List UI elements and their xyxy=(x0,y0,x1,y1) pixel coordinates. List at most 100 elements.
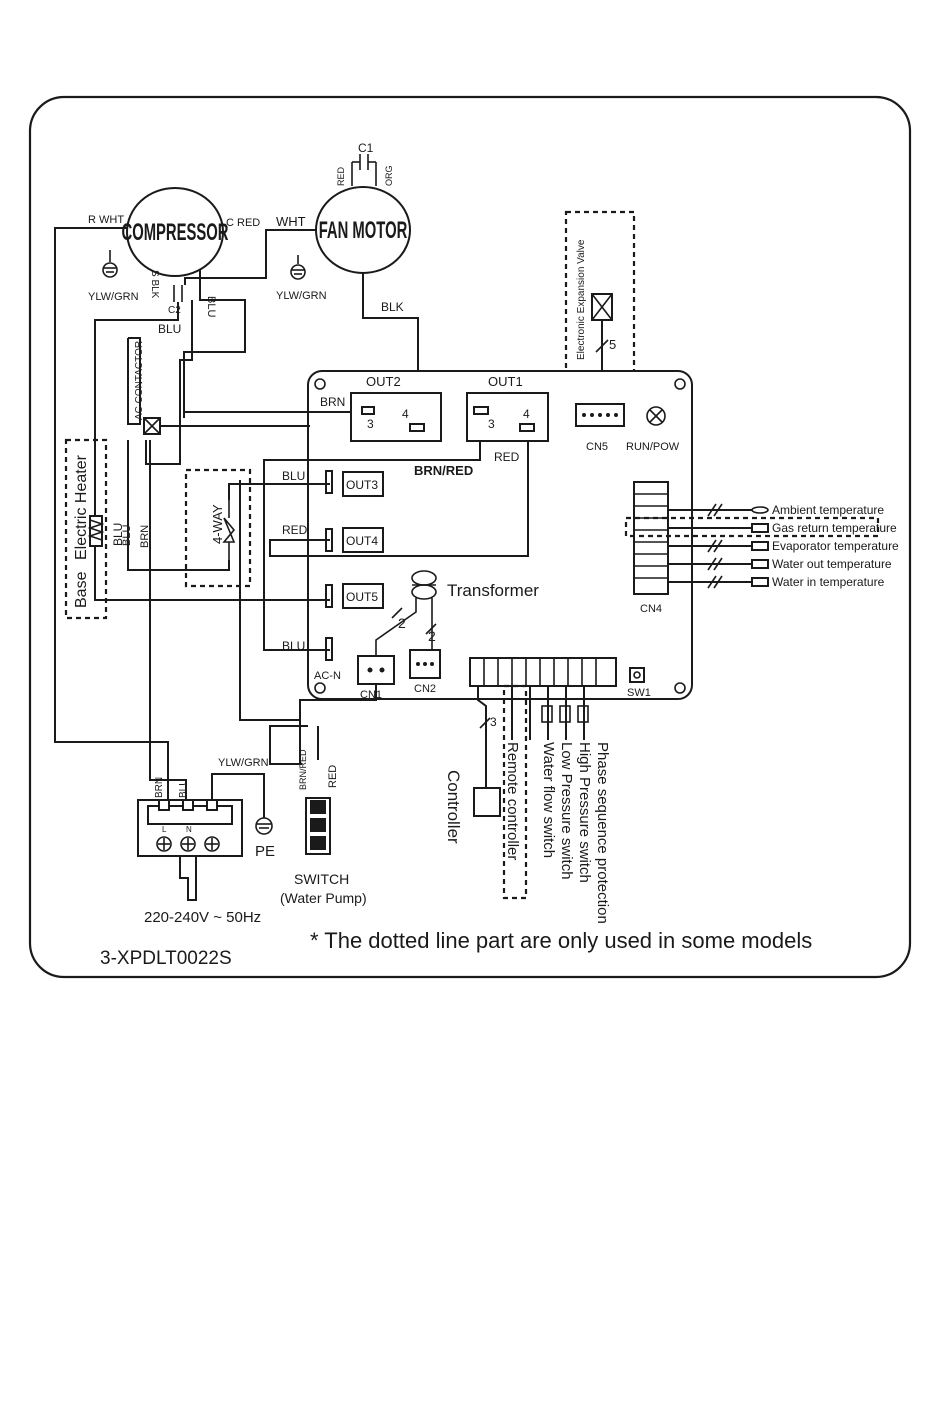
sw1-label: SW1 xyxy=(627,687,651,699)
wire-label-c-red: C RED xyxy=(226,217,260,229)
sw1-button xyxy=(629,667,645,683)
sensor-evaporator: Evaporator temperature xyxy=(772,539,899,553)
cn4-connector xyxy=(633,481,669,595)
block-n-label: N xyxy=(186,825,192,834)
block-screws-icon xyxy=(156,836,220,852)
out5-label: OUT5 xyxy=(346,590,378,604)
cn2-label: CN2 xyxy=(414,683,436,695)
water-pump-switch-icon xyxy=(305,797,331,855)
bottom-switch-high-pressure: High Pressure switch xyxy=(576,742,593,883)
diagram-code: 3-XPDLT0022S xyxy=(100,948,232,969)
switch-contacts-icon xyxy=(541,705,589,723)
cn1-connector xyxy=(357,655,395,685)
bottom-switch-remote: Remote controller xyxy=(504,742,521,860)
out5-terminal xyxy=(342,583,384,609)
capacitor-c1-label: C1 xyxy=(358,141,374,155)
cn5-label: CN5 xyxy=(586,441,608,453)
sensor-water-in: Water in temperature xyxy=(772,575,885,589)
block-l-label: L xyxy=(162,825,167,834)
wire-label-brn-power: BRN xyxy=(154,777,165,798)
fan-ground-icon xyxy=(290,255,306,280)
out3-label: OUT3 xyxy=(346,478,378,492)
wire-label-blu-4way: BLU xyxy=(121,525,133,546)
wire-label-blk: BLK xyxy=(381,300,404,314)
bottom-connector-strip xyxy=(469,657,617,687)
transformer-icon xyxy=(411,570,437,600)
heater-base-label: Base xyxy=(73,571,90,608)
out4-terminal xyxy=(342,527,384,553)
out2-pin3: 3 xyxy=(367,417,374,431)
cn2-connector xyxy=(409,649,441,679)
sensor-water-out: Water out temperature xyxy=(772,557,892,571)
wire-label-blu-power: BLU xyxy=(178,779,189,798)
remote-controller-dotted-box xyxy=(502,684,528,900)
ac-contactor-label: AC CONTACTOR xyxy=(134,341,145,420)
wire-label-brn-red-switch: BRN/RED xyxy=(298,749,308,790)
sensor-ambient: Ambient temperature xyxy=(772,503,884,517)
sensor-gas-return: Gas return temperature xyxy=(772,521,897,535)
power-supply-label: 220-240V ~ 50Hz xyxy=(144,909,261,926)
exp-valve-label: Electronic Expansion Valve xyxy=(576,239,587,360)
wire-label-brn-red: BRN/RED xyxy=(414,463,473,478)
wire-label-brn-out2: BRN xyxy=(320,395,345,409)
controller-box xyxy=(473,787,501,817)
controller-count-3: 3 xyxy=(490,715,497,729)
diagram-frame xyxy=(28,95,912,979)
main-control-board xyxy=(307,370,693,700)
capacitor-c2-icon xyxy=(173,285,183,302)
wire-label-blu-comp: BLU xyxy=(158,322,181,336)
heater-label: Electric Heater xyxy=(73,454,90,560)
wire-label-s-blk: S BLK xyxy=(149,270,160,299)
compressor-label: COMPRESSOR xyxy=(122,220,229,246)
wire-label-brn-4way: BRN xyxy=(139,525,151,548)
exp-valve-icon xyxy=(591,293,613,321)
pe-ground-icon xyxy=(255,817,273,835)
heater-dotted-box xyxy=(64,438,108,620)
out2-label: OUT2 xyxy=(366,374,401,389)
wire-label-red-switch: RED xyxy=(327,765,339,788)
four-way-valve-icon xyxy=(222,500,236,560)
switch-subtitle: (Water Pump) xyxy=(280,890,367,906)
out3-terminal xyxy=(342,471,384,497)
out4-label: OUT4 xyxy=(346,534,378,548)
transformer-count-b: 2 xyxy=(428,628,436,644)
wire-label-red-out4: RED xyxy=(282,523,308,537)
wire-label-red-c1: RED xyxy=(336,166,346,186)
fan-ground-label: YLW/GRN xyxy=(276,290,327,302)
fan-motor: FAN MOTOR xyxy=(315,186,411,274)
four-way-label: 4-WAY xyxy=(210,504,225,544)
wire-label-red-out1: RED xyxy=(494,450,520,464)
out1-label: OUT1 xyxy=(488,374,523,389)
ac-n-label: AC-N xyxy=(314,670,341,682)
footnote: * The dotted line part are only used in … xyxy=(310,928,812,953)
transformer-label: Transformer xyxy=(447,581,539,600)
compressor-ground-icon xyxy=(102,250,118,278)
gas-return-dotted-box xyxy=(624,516,880,538)
pe-label: PE xyxy=(255,843,275,860)
contactor-switch-icon xyxy=(143,417,161,435)
out1-pin4: 4 xyxy=(523,407,530,421)
bottom-switch-low-pressure: Low Pressure switch xyxy=(558,742,575,880)
capacitor-c2-label: C2 xyxy=(168,305,181,316)
wire-label-wht: WHT xyxy=(276,214,306,229)
run-pow-led-icon xyxy=(646,406,666,426)
switch-title: SWITCH xyxy=(294,871,349,887)
ac-contactor-outline xyxy=(127,337,141,425)
wire-label-blu-heater: BLU xyxy=(111,523,125,546)
bottom-switch-water-flow: Water flow switch xyxy=(540,742,557,858)
heater-element-icon xyxy=(87,515,105,547)
out1-pin3: 3 xyxy=(488,417,495,431)
wire-label-blu-out3: BLU xyxy=(282,469,305,483)
four-way-dotted-box xyxy=(184,468,252,588)
compressor: COMPRESSOR xyxy=(122,187,229,277)
wire-label-r-wht: R WHT xyxy=(88,214,124,226)
cn4-label: CN4 xyxy=(640,603,662,615)
bottom-switch-phase: Phase sequence protection xyxy=(594,742,611,924)
fan-motor-label: FAN MOTOR xyxy=(319,218,408,244)
wire-label-blu-vert: BLU xyxy=(205,296,217,317)
out1-relay xyxy=(466,392,549,442)
transformer-count-a: 2 xyxy=(398,615,406,631)
out2-relay xyxy=(350,392,442,442)
wire-count-5: 5 xyxy=(609,337,616,352)
